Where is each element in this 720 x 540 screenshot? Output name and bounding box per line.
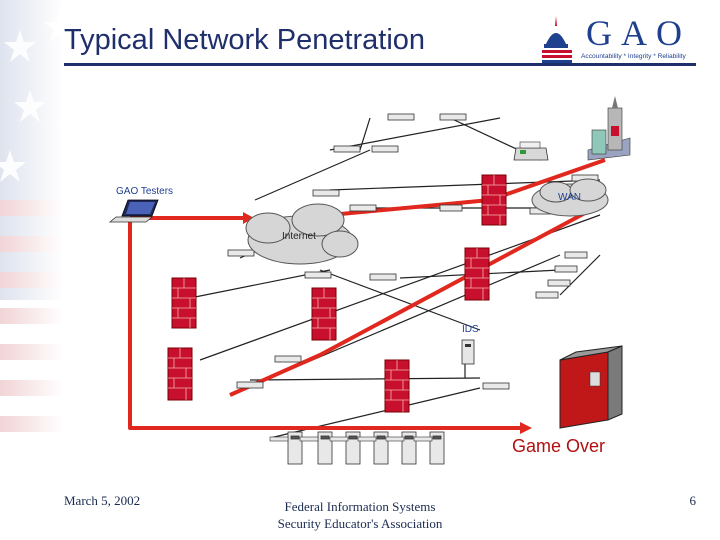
footer-org-line-1: Federal Information Systems <box>284 499 436 514</box>
internet-cloud-icon <box>245 203 359 265</box>
footer-organization: Federal Information Systems Security Edu… <box>260 498 460 532</box>
hub-icons <box>227 113 599 390</box>
workstation-tower-icon <box>373 431 389 465</box>
hub-icon <box>547 279 571 287</box>
hub-icon <box>439 204 463 212</box>
hub-icon <box>333 145 361 153</box>
hub-icon <box>227 249 255 257</box>
firewall-icon <box>167 347 193 401</box>
attack-arrowhead-internet <box>243 212 254 224</box>
workstation-tower-icon <box>287 431 303 465</box>
title-underline <box>64 63 696 66</box>
footer-org-line-2: Security Educator's Association <box>277 516 443 531</box>
firewall-icon <box>311 287 337 341</box>
laptop-icon <box>108 199 159 223</box>
workstation-tower-icon <box>345 431 361 465</box>
wan-cloud-icon <box>531 178 609 217</box>
firewall-icon <box>481 174 507 226</box>
hub-icon <box>564 251 588 259</box>
gao-logo <box>542 16 572 63</box>
workstation-tower-icon <box>401 431 417 465</box>
page-number: 6 <box>689 493 697 508</box>
slide-title: Typical Network Penetration <box>64 24 426 56</box>
hub-icon <box>482 382 510 390</box>
wan-label: WAN <box>558 192 581 203</box>
mainframe-server-icon <box>559 345 623 429</box>
hub-icon <box>369 273 397 281</box>
ids-label: IDS <box>462 324 479 335</box>
hub-icon <box>236 381 264 389</box>
internet-label: Internet <box>282 231 316 242</box>
hub-icon <box>304 271 332 279</box>
hub-icon <box>439 113 467 121</box>
printer-icon <box>513 141 549 161</box>
footer-date: March 5, 2002 <box>64 493 141 508</box>
hub-icon <box>312 189 340 197</box>
firewall-icon <box>384 359 410 413</box>
testers-label: GAO Testers <box>116 186 174 197</box>
firewall-icons <box>167 174 507 413</box>
hub-icon <box>274 355 302 363</box>
building-icon <box>587 96 631 161</box>
capitol-dome-icon <box>542 16 572 63</box>
result-label: Game Over <box>512 436 606 456</box>
hub-icon <box>387 113 415 121</box>
hub-icon <box>554 265 578 273</box>
firewall-icon <box>464 247 490 301</box>
firewall-icon <box>171 277 197 329</box>
ids-sensor-icon <box>461 339 475 365</box>
workstation-bus-hubs <box>269 436 433 442</box>
logo-tagline: Accountability * Integrity * Reliability <box>581 53 686 60</box>
workstation-row <box>287 431 445 465</box>
workstation-tower-icon <box>317 431 333 465</box>
hub-icon <box>371 145 399 153</box>
workstation-tower-icon <box>429 431 445 465</box>
hub-icon <box>535 291 559 299</box>
hub-icon <box>349 204 377 212</box>
logo-wordmark: GAO <box>586 13 691 53</box>
attack-arrowhead-server <box>520 422 532 434</box>
